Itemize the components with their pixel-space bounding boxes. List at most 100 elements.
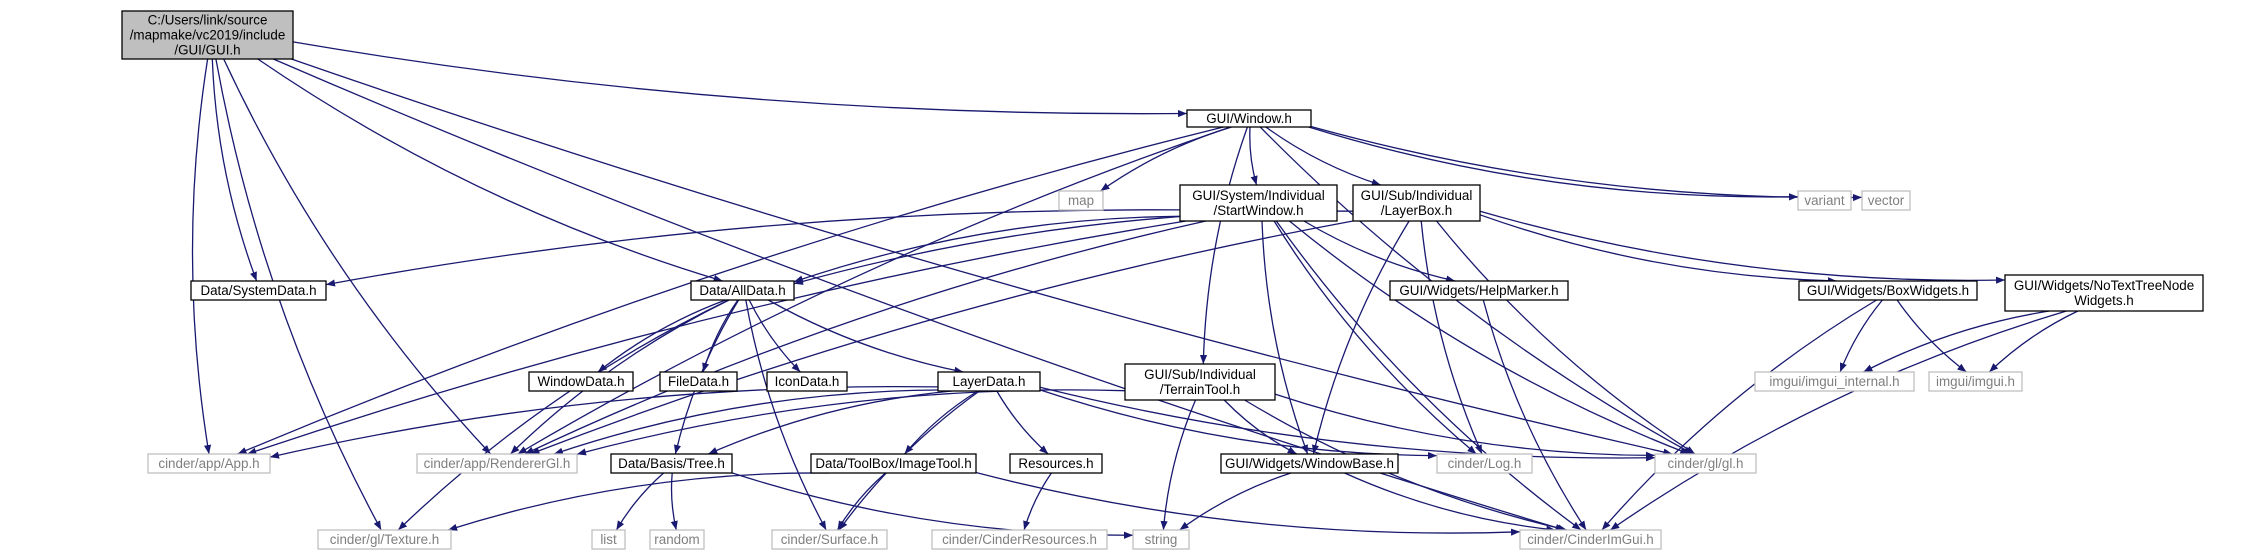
node-box [1132, 529, 1190, 550]
node-systemdata-h[interactable]: Data/SystemData.h [190, 280, 327, 301]
node-imagetool-h[interactable]: Data/ToolBox/ImageTool.h [810, 453, 977, 474]
edge-line [1288, 220, 1690, 455]
edge-layerdata_h-to-imagetool_h [904, 390, 979, 455]
node-tree-h[interactable]: Data/Basis/Tree.h [610, 453, 733, 474]
node-box [416, 453, 578, 474]
node-layerdata-h[interactable]: LayerData.h [937, 371, 1041, 392]
edge-line [1039, 386, 1656, 462]
node-label: GUI/Window.h [1206, 111, 1292, 126]
node-box [659, 371, 738, 392]
edge-line [191, 58, 212, 455]
edge-imagetool_h-to-cinderimgui_h [975, 471, 1521, 536]
file-nodes: C:/Users/link/source/mapmake/vc2019/incl… [121, 10, 2204, 550]
node-label: cinder/Log.h [1448, 456, 1522, 471]
edge-helpmarker_h-to-cinderimgui_h [1482, 299, 1587, 531]
edge-line [1896, 299, 1967, 373]
edge-layerbox_h-to-renderergl_h [530, 220, 1354, 455]
edge-imagetool_h-to-surface_h [836, 472, 886, 531]
edge-line [1273, 220, 1477, 455]
node-startwindow-h[interactable]: GUI/System/Individual/StartWindow.h [1179, 184, 1338, 222]
node-label: GUI/System/Individual [1192, 188, 1324, 203]
node-box [1352, 184, 1481, 222]
node-resources-h[interactable]: Resources.h [1009, 453, 1103, 474]
edge-startwindow_h-to-log_h [1273, 220, 1477, 455]
node-list: list [591, 529, 626, 550]
node-box [2004, 274, 2204, 312]
node-label: cinder/app/App.h [158, 456, 259, 471]
edge-line [1988, 310, 2079, 373]
node-icondata-h[interactable]: IconData.h [766, 371, 848, 392]
node-windowbase-h[interactable]: GUI/Widgets/WindowBase.h [1220, 453, 1399, 474]
edge-windowbase_h-to-cinderimgui_h [1344, 472, 1556, 533]
edge-line [397, 299, 730, 531]
edge-line [793, 215, 1181, 283]
edge-tree_h-to-list [615, 472, 665, 531]
edge-boxwidgets_h-to-imgui_internal_h [1839, 299, 1883, 373]
edge-line [1265, 126, 1381, 186]
node-box [591, 529, 626, 550]
edge-startwindow_h-to-app_h [247, 220, 1187, 455]
edge-gui_h-to-systemdata_h [211, 58, 258, 282]
edge-window_h-to-renderergl_h [517, 126, 1231, 455]
node-boxwidgets-h[interactable]: GUI/Widgets/BoxWidgets.h [1798, 280, 1978, 301]
edge-terraintool_h-to-windowbase_h [1223, 399, 1298, 455]
node-label: Data/AllData.h [699, 283, 785, 298]
node-windowdata-h[interactable]: WindowData.h [528, 371, 634, 392]
edge-line [1609, 310, 2067, 531]
node-label: cinder/app/RendererGl.h [424, 456, 571, 471]
edge-window_h-to-map [1100, 126, 1232, 192]
node-box [121, 10, 294, 60]
edge-layerbox_h-to-notexttreenode_h [1479, 210, 2006, 284]
node-layerbox-h[interactable]: GUI/Sub/Individual/LayerBox.h [1352, 184, 1481, 222]
node-box [937, 371, 1041, 392]
edge-line [1274, 393, 1656, 459]
node-label: Data/Basis/Tree.h [618, 456, 725, 471]
edge-line [975, 471, 1521, 536]
node-gui-h[interactable]: C:/Users/link/source/mapmake/vc2019/incl… [121, 10, 294, 60]
node-box [931, 529, 1108, 550]
node-label: cinder/CinderResources.h [942, 532, 1097, 547]
node-label: /TerrainTool.h [1160, 382, 1240, 397]
edge-layerbox_h-to-windowbase_h [1311, 220, 1410, 455]
node-imgui-internal-h: imgui/imgui_internal.h [1754, 371, 1915, 392]
edge-line [257, 58, 723, 282]
edge-window_h-to-layerbox_h [1265, 126, 1381, 186]
edge-layerdata_h-to-renderergl_h [553, 389, 939, 455]
node-label: GUI/Widgets/WindowBase.h [1225, 456, 1394, 471]
edge-window_h-to-startwindow_h [1249, 126, 1258, 186]
edge-line [237, 126, 1224, 455]
node-box [649, 529, 705, 550]
edge-layerbox_h-to-gl_h [1435, 220, 1696, 455]
edge-layerbox_h-to-log_h [1420, 220, 1483, 455]
edge-window_h-to-app_h [237, 126, 1224, 455]
node-label: GUI/Widgets/HelpMarker.h [1399, 283, 1558, 298]
edge-layerbox_h-to-boxwidgets_h [1479, 214, 1837, 285]
node-label: IconData.h [775, 374, 840, 389]
node-label: cinder/gl/Texture.h [330, 532, 439, 547]
node-label: /mapmake/vc2019/include [130, 28, 286, 43]
node-terraintool-h[interactable]: GUI/Sub/Individual/TerrainTool.h [1124, 363, 1276, 401]
node-helpmarker-h[interactable]: GUI/Widgets/HelpMarker.h [1389, 280, 1569, 301]
node-box [1124, 363, 1276, 401]
node-label: GUI/Widgets/NoTextTreeNode [2014, 278, 2194, 293]
edge-startwindow_h-to-systemdata_h [325, 209, 1181, 287]
node-alldata-h[interactable]: Data/AllData.h [690, 280, 795, 301]
edge-window_h-to-terraintool_h [1199, 126, 1249, 365]
edge-line [576, 389, 1126, 456]
edge-line [1249, 126, 1258, 186]
node-label: GUI/Sub/Individual [1361, 188, 1473, 203]
node-cinderimgui-h: cinder/CinderImGui.h [1519, 529, 1662, 550]
edge-line [1303, 220, 1456, 283]
node-label: Resources.h [1018, 456, 1093, 471]
node-box [147, 453, 271, 474]
node-box [1519, 529, 1662, 550]
edge-line [524, 220, 1207, 455]
edge-terraintool_h-to-cinderimgui_h [1244, 399, 1568, 532]
edge-alldata_h-to-surface_h [745, 299, 827, 531]
node-filedata-h[interactable]: FileData.h [659, 371, 738, 392]
edge-tree_h-to-string [731, 472, 1134, 539]
node-window-h[interactable]: GUI/Window.h [1186, 109, 1312, 128]
edge-startwindow_h-to-helpmarker_h [1303, 220, 1456, 283]
node-label: map [1068, 193, 1094, 208]
